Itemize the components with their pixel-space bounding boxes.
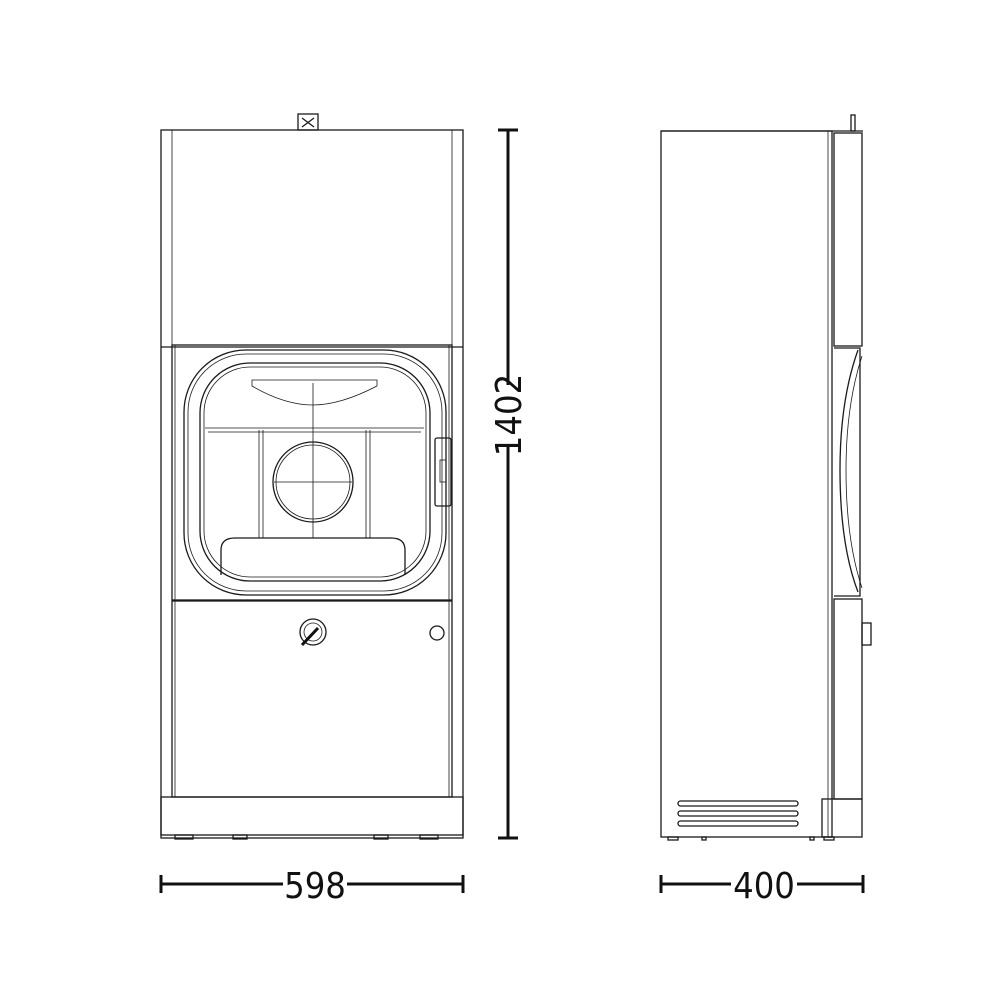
top-badge-icon [297,113,319,131]
width-label: 598 [284,866,346,907]
door-handle[interactable] [434,437,452,507]
side-body [660,130,833,838]
drum-circle [272,441,354,523]
height-dimension: 1402 [489,128,530,840]
side-knob [861,622,872,646]
lower-cabinet-door [171,600,453,798]
side-view [660,114,872,841]
width-dimension: 598 [159,866,465,907]
door-panel [171,344,453,601]
plinth [160,796,464,836]
depth-label: 400 [733,866,795,907]
front-outer-frame [160,129,464,839]
drum-door[interactable] [183,349,447,596]
depth-dimension: 400 [659,866,865,907]
top-pin [850,114,856,132]
height-label: 1402 [489,374,530,456]
vent-slots [677,800,799,827]
door-bulge [839,349,859,593]
side-plinth [821,798,863,838]
feet [174,834,439,840]
selector-knob-icon[interactable] [299,618,327,647]
front-view [160,113,464,840]
indicator-light [429,625,445,641]
